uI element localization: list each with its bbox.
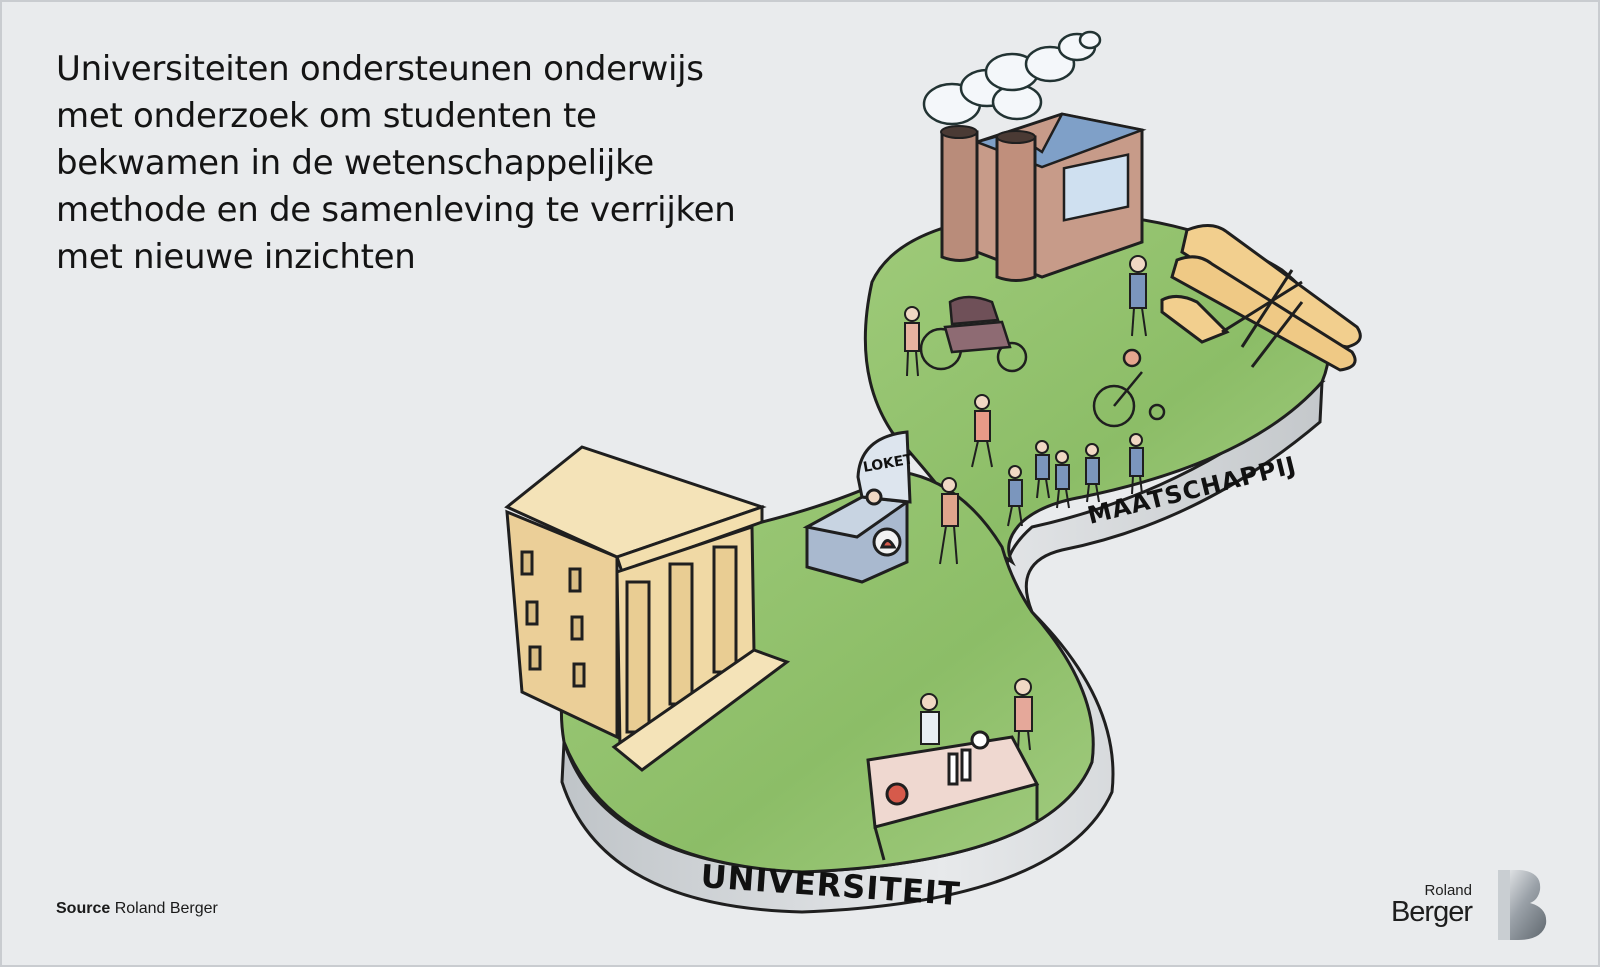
- person-figure: [971, 394, 993, 468]
- source-note: Source Roland Berger: [56, 900, 218, 918]
- car-icon: [919, 295, 1028, 373]
- logo-b-mark-icon: [1498, 870, 1547, 940]
- scientist-figure: [1014, 678, 1033, 751]
- person-figure: [1129, 255, 1147, 337]
- logo-text-line1: Roland: [1424, 882, 1472, 899]
- logo-text-line2: Berger: [1390, 896, 1473, 928]
- airplane-icon: [1160, 224, 1362, 372]
- source-value: Roland Berger: [114, 900, 218, 917]
- people-group: [904, 255, 1147, 751]
- university-building-icon: [504, 445, 791, 772]
- graduate-figure: [1085, 443, 1100, 503]
- graduate-figure: [1035, 440, 1050, 499]
- person-figure: [1129, 433, 1144, 495]
- headline: Universiteiten ondersteunen onderwijs me…: [56, 49, 736, 277]
- loket-kiosk-icon: LOKET: [802, 430, 915, 584]
- person-figure: [904, 306, 920, 377]
- factory-icon: [922, 30, 1147, 282]
- graduate-figure: [1007, 465, 1023, 527]
- graduate-figure: [1055, 450, 1070, 509]
- lab-table-icon: [866, 730, 1040, 861]
- source-label: Source: [56, 900, 111, 917]
- person-figure: [939, 477, 959, 565]
- roland-berger-logo: Roland Berger: [1391, 868, 1560, 942]
- bicycle-icon: [1092, 348, 1166, 428]
- scientist-figure: [920, 693, 940, 745]
- smoke-icon: [922, 30, 1102, 126]
